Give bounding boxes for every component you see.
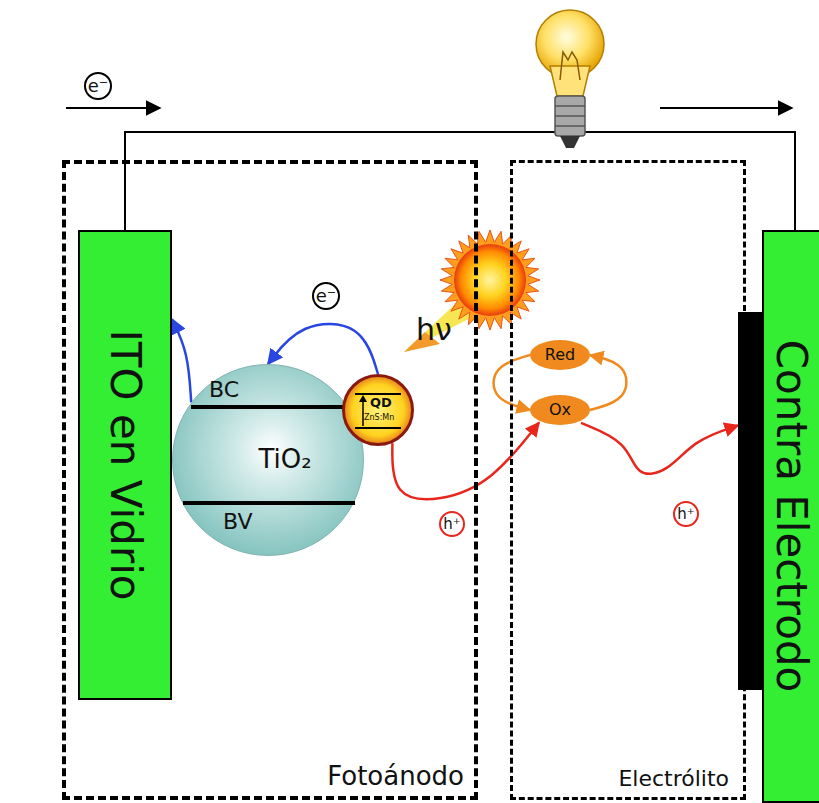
electron-label: e⁻ <box>84 72 112 100</box>
energy-level <box>355 427 401 429</box>
counter-electrode: Contra Electrodo <box>738 230 819 803</box>
flow-arrow <box>66 107 160 109</box>
photon-label: hν <box>416 315 452 345</box>
node-label: Red <box>545 346 575 364</box>
node-label: Contra Electrodo <box>770 340 812 692</box>
catalyst-layer <box>738 312 762 690</box>
region-label: Electrólito <box>618 766 729 791</box>
node-sublabel: BV <box>223 509 252 534</box>
circuit-wire <box>125 132 795 230</box>
energy-level <box>183 501 355 505</box>
sun-symbol <box>440 230 540 330</box>
quantum-dot: QD ZnS:Mn <box>342 374 414 446</box>
flow-arrow <box>590 355 626 410</box>
flow-arrow <box>172 319 191 402</box>
node-sublabel: ZnS:Mn <box>364 413 394 422</box>
node-label: BC <box>209 377 239 402</box>
redox-species: Ox <box>530 395 590 425</box>
region-label: Fotoánodo <box>327 762 464 792</box>
redox-species: Red <box>530 340 590 370</box>
flow-arrow <box>392 423 539 500</box>
node-label: QD <box>370 396 392 411</box>
node-label: Ox <box>549 401 571 419</box>
electrode-bar: ITO en Vidrio <box>78 230 172 700</box>
flow-arrow <box>581 423 738 474</box>
hole-label: h⁺ <box>673 501 699 527</box>
hole-label: h⁺ <box>439 511 465 537</box>
excitation-arrow <box>357 394 369 428</box>
node-label: ITO en Vidrio <box>104 329 146 600</box>
energy-level <box>355 393 401 395</box>
light-bulb <box>536 10 604 148</box>
node-sublabel: TiO₂ <box>258 445 311 475</box>
region-box: Electrólito RedOx <box>510 160 746 800</box>
electron-label: e⁻ <box>312 282 340 310</box>
energy-level <box>191 405 347 409</box>
region-box: Fotoánodo ITO en Vidrio BC TiO₂ BV QD ZnS:Mn <box>62 160 478 800</box>
flow-arrow <box>660 107 792 109</box>
tio2-particle: BC TiO₂ BV <box>172 364 364 556</box>
